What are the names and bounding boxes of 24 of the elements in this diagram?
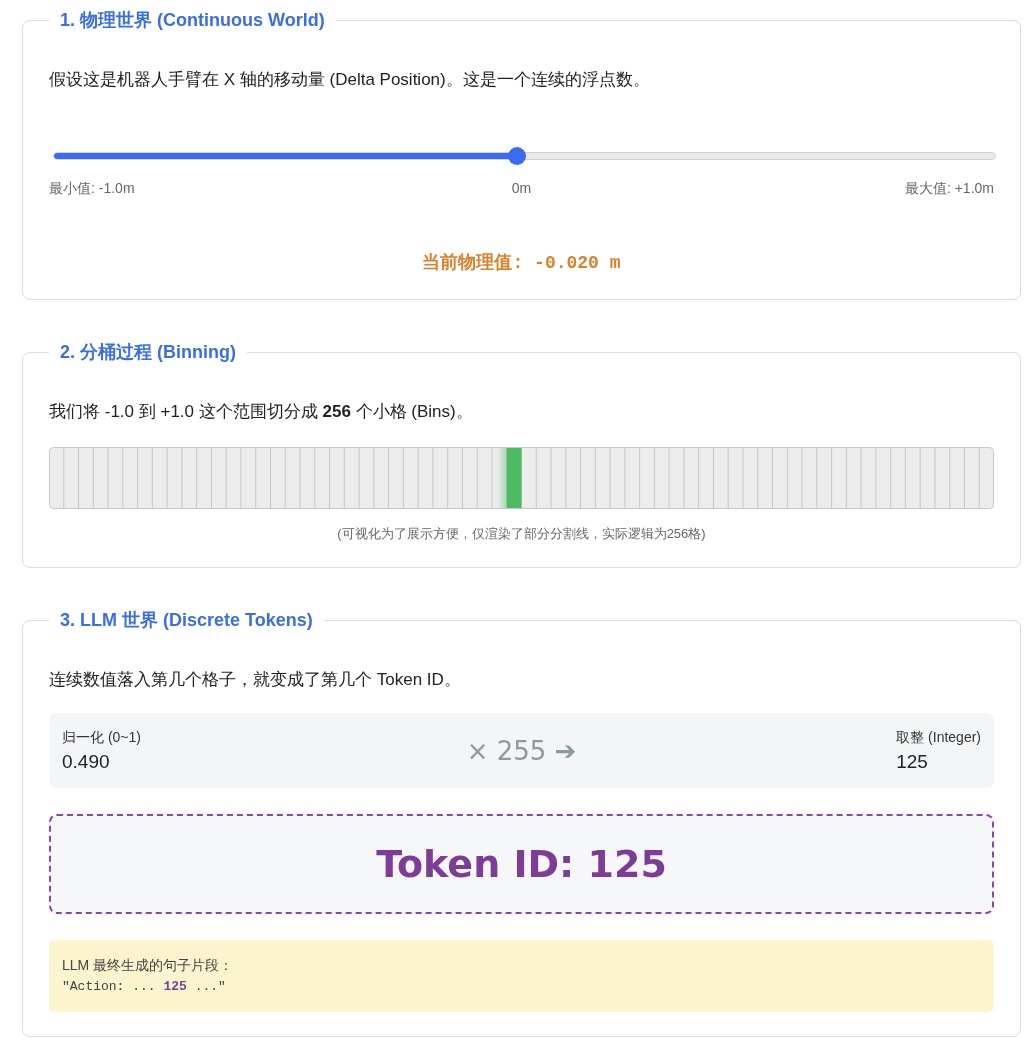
output-caption: LLM 最终生成的句子片段： bbox=[62, 956, 234, 975]
section-title: 2. 分桶过程 (Binning) bbox=[60, 341, 236, 364]
field-value: 0.490 bbox=[62, 750, 111, 774]
description-text: 假设这是机器人手臂在 X 轴的移动量 (Delta Position)。这是一个连续的浮点数。 bbox=[49, 69, 651, 91]
section-panel bbox=[22, 608, 1021, 1037]
axis-label: 最小值: -1.0m bbox=[49, 179, 135, 197]
axis-label: 最大值: +1.0m bbox=[904, 179, 994, 197]
section-panel bbox=[22, 8, 1021, 300]
section-panel bbox=[22, 340, 1021, 568]
axis-label: 0m bbox=[511, 179, 532, 197]
operation-text: × 255 ➔ bbox=[466, 734, 577, 767]
token-panel bbox=[49, 814, 994, 914]
field-label: 取整 (Integer) bbox=[896, 728, 981, 747]
description-text: 连续数值落入第几个格子，就变成了第几个 Token ID。 bbox=[49, 669, 462, 691]
field-value: 125 bbox=[896, 750, 929, 774]
description-text: 我们将 -1.0 到 +1.0 这个范围切分成 256 个小格 (Bins)。 bbox=[49, 401, 474, 423]
section-title: 1. 物理世界 (Continuous World) bbox=[60, 9, 325, 32]
note-text: (可视化为了展示方便，仅渲染了部分分割线，实际逻辑为256格) bbox=[337, 525, 706, 543]
output-panel bbox=[49, 940, 994, 1012]
section-title: 3. LLM 世界 (Discrete Tokens) bbox=[60, 609, 313, 632]
code-snippet: "Action: ... 125 ..." bbox=[62, 978, 226, 996]
value-readout: 当前物理值: -0.020 m bbox=[422, 252, 621, 275]
field-label: 归一化 (0~1) bbox=[62, 728, 141, 747]
token-id-text: Token ID: 125 bbox=[376, 841, 667, 887]
